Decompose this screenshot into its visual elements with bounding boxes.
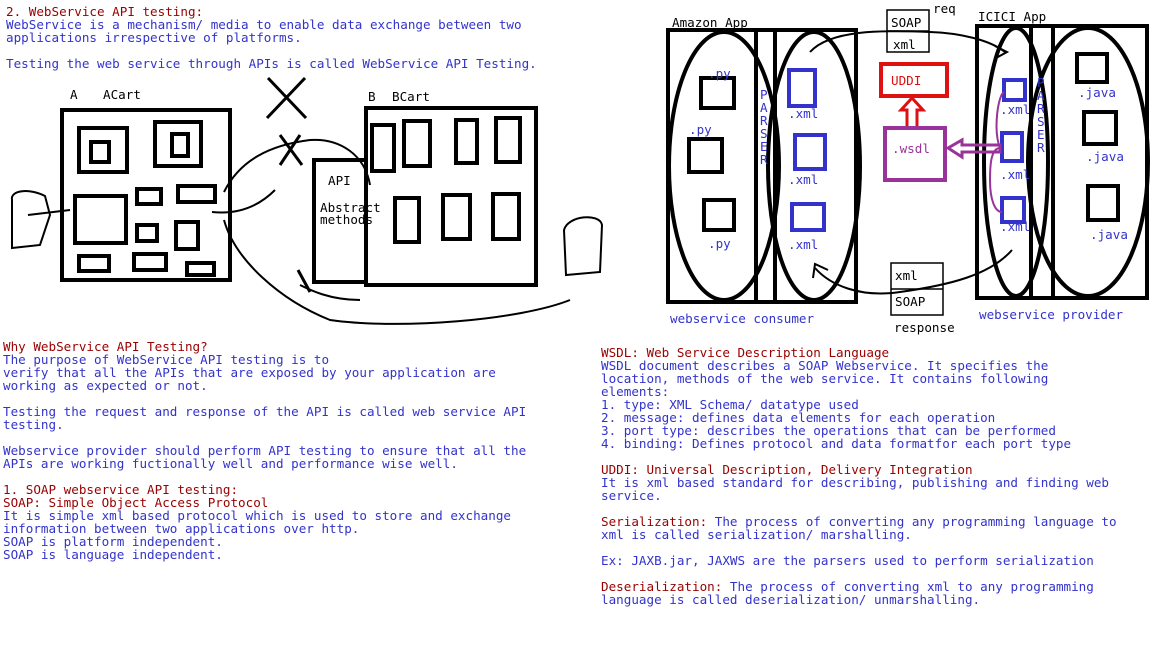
methods-label: methods (320, 212, 374, 227)
icici-xml-label: .xml (1000, 102, 1031, 117)
wsdl-heading: WSDL: Web Service Description Language (601, 345, 890, 360)
uddi-line1: It is xml based standard for describing,… (601, 475, 1109, 490)
uddi-line2: service. (601, 488, 662, 503)
request-line1: Testing the request and response of the … (3, 404, 527, 419)
bcart-label: BCart (392, 89, 430, 104)
app-a-label: A (70, 87, 78, 102)
api-box (312, 158, 366, 284)
serialization-term: Serialization: (601, 514, 708, 529)
app-b-label: B (368, 89, 376, 104)
icici-app-label: ICICI App (978, 9, 1047, 24)
xml-label: .xml (788, 237, 819, 252)
purpose-line2: verify that all the APIs that are expose… (3, 365, 496, 380)
soap-heading: 1. SOAP webservice API testing: (3, 482, 239, 497)
wsdl-line1: WSDL document describes a SOAP Webservic… (601, 358, 1049, 373)
wsdl-element-3: 3. port type: describes the operations t… (601, 423, 1056, 438)
java-label: .java (1078, 85, 1116, 100)
acart-box (60, 108, 232, 282)
abstract-label: Abstract (320, 200, 381, 215)
serialization-line2: xml is called serialization/ marshalling… (601, 527, 912, 542)
deserialization-text: The process of converting xml to any pro… (722, 579, 1094, 594)
soap-line4: SOAP is language independent. (3, 547, 223, 562)
serialization-line1: Serialization: The process of converting… (601, 515, 1117, 528)
uddi-label: UDDI (891, 73, 922, 88)
wsdl-line3: elements: (601, 384, 670, 399)
soap-line1: It is simple xml based protocol which is… (3, 508, 511, 523)
soap-bottom-label: SOAP (895, 294, 926, 309)
response-label: response (894, 320, 955, 335)
webservice-def-line1: WebService is a mechanism/ media to enab… (6, 17, 522, 32)
py-label: .py (689, 122, 712, 137)
provider-line2: APIs are working fuctionally well and pe… (3, 456, 458, 471)
bcart-box (364, 106, 538, 287)
icici-xml-label: .xml (1000, 219, 1031, 234)
xml-label: .xml (788, 172, 819, 187)
soap-line2: information between two applications ove… (3, 521, 360, 536)
soap-line3: SOAP is platform independent. (3, 534, 223, 549)
deserialization-term: Deserialization: (601, 579, 723, 594)
why-heading: Why WebService API Testing? (3, 339, 208, 354)
wsdl-element-1: 1. type: XML Schema/ datatype used (601, 397, 859, 412)
webservice-api-heading: 2. WebService API testing: (6, 4, 204, 19)
request-line2: testing. (3, 417, 64, 432)
soap-definition: SOAP: Simple Object Access Protocol (3, 495, 269, 510)
wsdl-box (883, 126, 947, 182)
soap-top-label: SOAP (891, 15, 922, 30)
wsdl-element-2: 2. message: defines data elements for ea… (601, 410, 996, 425)
java-label: .java (1090, 227, 1128, 242)
webservice-testing-line: Testing the web service through APIs is … (6, 56, 537, 71)
purpose-line3: working as expected or not. (3, 378, 208, 393)
xml-top-label: xml (893, 37, 916, 52)
deserialization-line1: Deserialization: The process of converti… (601, 580, 1094, 593)
api-label: API (328, 173, 351, 188)
uddi-heading: UDDI: Universal Description, Delivery In… (601, 462, 973, 477)
wsdl-line2: location, methods of the web service. It… (601, 371, 1049, 386)
amazon-app-label: Amazon App (672, 15, 748, 30)
py-label: .py (708, 236, 731, 251)
uddi-box (879, 62, 949, 98)
xml-bottom-label: xml (895, 268, 918, 283)
acart-label: ACart (103, 87, 141, 102)
icici-xml-label: .xml (1000, 167, 1031, 182)
req-label: req (933, 1, 956, 16)
java-label: .java (1086, 149, 1124, 164)
webservice-consumer-label: webservice consumer (670, 311, 815, 326)
purpose-line1: The purpose of WebService API testing is… (3, 352, 330, 367)
serialization-example: Ex: JAXB.jar, JAXWS are the parsers used… (601, 553, 1094, 568)
wsdl-element-4: 4. binding: Defines protocol and data fo… (601, 436, 1072, 451)
webservice-provider-label: webservice provider (979, 307, 1124, 322)
wsdl-label: .wsdl (892, 141, 930, 156)
provider-line1: Webservice provider should perform API t… (3, 443, 527, 458)
xml-label: .xml (788, 106, 819, 121)
py-label: .py (708, 66, 731, 81)
deserialization-line2: language is called deserialization/ unma… (601, 592, 981, 607)
webservice-def-line2: applications irrespective of platforms. (6, 30, 302, 45)
serialization-text: The process of converting any programmin… (707, 514, 1117, 529)
